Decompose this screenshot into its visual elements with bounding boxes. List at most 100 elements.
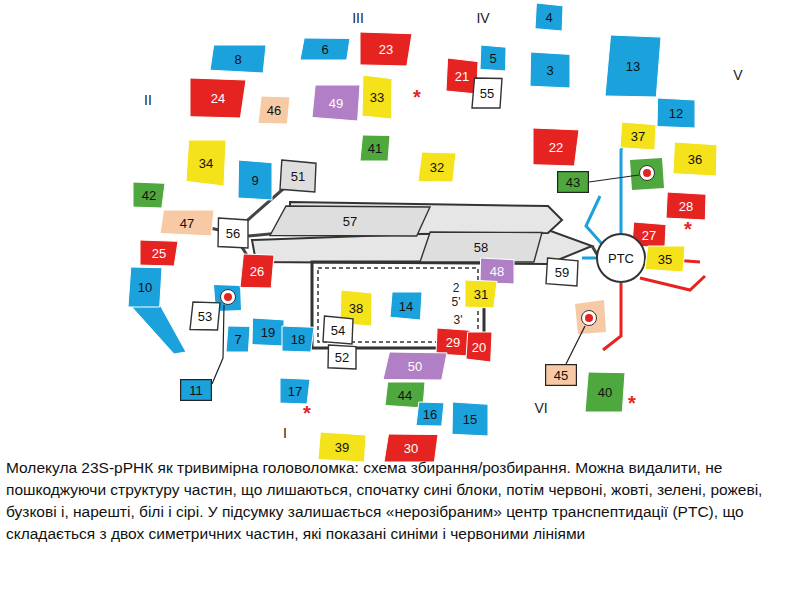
block-outline (420, 232, 542, 262)
block-outline (160, 210, 214, 236)
helix-number: 53 (198, 310, 212, 323)
block-outline (480, 45, 506, 71)
block-outline (190, 78, 246, 118)
site-marker (582, 311, 597, 326)
leader-line (566, 326, 585, 364)
block-outline (673, 142, 717, 176)
end-label: 3' (454, 314, 463, 326)
helix-number: 30 (404, 442, 418, 455)
helix-block: 58 (420, 232, 542, 262)
end-label: 2 (453, 282, 460, 294)
helix-block: 24 (190, 78, 246, 118)
site-marker (640, 166, 655, 181)
block-outline (360, 32, 412, 66)
helix-number: 15 (463, 413, 477, 426)
block-outline (270, 206, 430, 236)
helix-number: 28 (679, 200, 693, 213)
helix-block: 55 (472, 78, 502, 108)
helix-block: 40 (585, 372, 625, 412)
helix-block: 16 (416, 402, 444, 426)
block-outline (218, 218, 248, 248)
block-outline (546, 258, 578, 286)
helix-number: 3 (546, 64, 553, 77)
helix-block: 30 (384, 434, 438, 462)
block-outline (384, 434, 438, 462)
helix-number: 32 (430, 161, 444, 174)
helix-block: 23 (360, 32, 412, 66)
block-outline (190, 302, 220, 330)
helix-block: 37 (620, 122, 656, 150)
helix-number: 50 (408, 360, 422, 373)
helix-block: 12 (657, 98, 695, 128)
helix-block: 28 (666, 192, 706, 220)
block-outline (466, 332, 492, 362)
helix-number: 21 (455, 70, 469, 83)
helix-number: 8 (234, 53, 241, 66)
helix-block: 29 (436, 328, 470, 356)
helix-number: 22 (549, 141, 563, 154)
ptc-circle: PTC (596, 233, 646, 283)
helix-block: 8 (210, 45, 266, 73)
block-outline (585, 372, 625, 412)
callout-box: 11 (180, 379, 212, 401)
block-outline (666, 192, 706, 220)
domain-label: VI (534, 401, 547, 415)
helix-number: 49 (329, 97, 343, 110)
site-marker-dot (643, 169, 651, 177)
asterisk-mark: * (628, 393, 636, 413)
helix-number: PTC (608, 252, 634, 265)
helix-block: 59 (546, 258, 578, 286)
leader-line (589, 175, 639, 182)
helix-number: 18 (291, 333, 305, 346)
block-outline (416, 402, 444, 426)
helix-block: 15 (452, 402, 488, 436)
helix-patch (575, 300, 606, 334)
helix-number: 4 (545, 11, 552, 24)
helix-number: 43 (566, 176, 580, 189)
block-outline (535, 3, 563, 31)
helix-patch (630, 158, 664, 190)
callout-frame (546, 365, 577, 386)
helix-number: 55 (480, 87, 494, 100)
helix-number: 11 (189, 384, 203, 397)
helix-block: 6 (300, 38, 350, 60)
helix-number: 48 (490, 265, 504, 278)
block-outline (300, 38, 350, 60)
helix-block: 56 (218, 218, 248, 248)
helix-number: 10 (138, 281, 152, 294)
backbone-loop (312, 262, 484, 348)
block-outline (383, 352, 447, 380)
helix-block: 46 (258, 96, 290, 124)
helix-number: 41 (368, 142, 382, 155)
helix-block: 9 (238, 160, 272, 200)
helix-number: 38 (349, 302, 363, 315)
block-outline (360, 135, 390, 161)
block-outline (533, 128, 579, 166)
helix-block: 48 (480, 258, 514, 284)
helix-number: 45 (554, 369, 568, 382)
block-outline (323, 316, 353, 344)
helix-number: 9 (251, 174, 258, 187)
helix-number: 31 (474, 288, 488, 301)
helix-block: 7 (226, 326, 250, 352)
helix-block: 54 (323, 316, 353, 344)
block-outline (465, 280, 497, 308)
block-outline (620, 122, 656, 150)
helix-number: 6 (321, 43, 328, 56)
helix-number: 25 (152, 247, 166, 260)
site-marker-dot (585, 314, 593, 322)
helix-number: 29 (446, 336, 460, 349)
helix-block: 35 (645, 246, 685, 272)
helix-number: 58 (474, 241, 488, 254)
helix-number: 12 (669, 107, 683, 120)
helix-number: 56 (226, 227, 240, 240)
block-outline (226, 326, 250, 352)
site-marker (221, 290, 236, 305)
block-outline (657, 98, 695, 128)
block-outline (210, 45, 266, 73)
helix-number: 37 (631, 130, 645, 143)
block-outline (418, 152, 456, 182)
helix-number: 5 (489, 52, 496, 65)
block-outline (280, 160, 316, 192)
helix-block: 32 (418, 152, 456, 182)
